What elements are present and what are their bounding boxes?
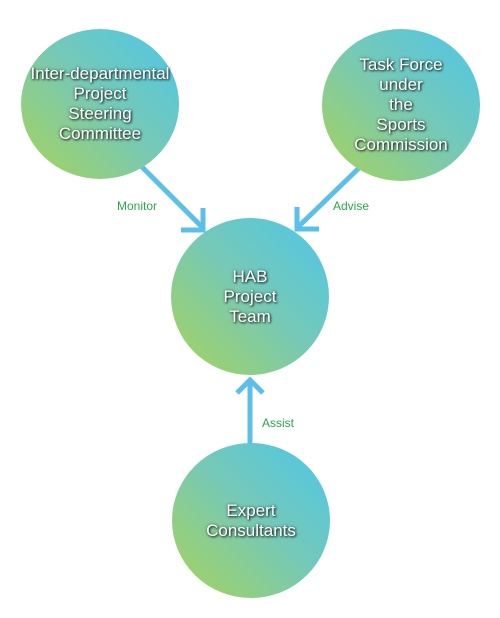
edge-label-advise: Advise xyxy=(333,199,370,213)
node-task-force: Task Force under the Sports Commission xyxy=(322,29,480,181)
node-taskforce-line-3: the xyxy=(389,95,413,114)
node-taskforce-line-1: Task Force xyxy=(359,55,443,74)
edge-label-monitor: Monitor xyxy=(117,199,158,213)
arrow-assist-head xyxy=(235,376,265,395)
node-hab-project-team-label: HAB Project Team xyxy=(224,267,277,327)
node-steering-line-4: Committee xyxy=(58,124,142,143)
node-taskforce-line-4: Sports xyxy=(376,115,426,134)
node-hab-line-1: HAB xyxy=(232,266,268,286)
node-expert-consultants: Expert Consultants xyxy=(172,443,330,598)
node-hab-line-3: Team xyxy=(229,306,271,326)
node-steering-line-3: Steering xyxy=(68,104,132,123)
arrow-advise-head xyxy=(294,207,319,232)
node-steering-committee-label: Inter-departmental Project Steering Comm… xyxy=(31,64,170,144)
node-task-force-label: Task Force under the Sports Commission xyxy=(354,55,448,155)
node-steering-line-2: Project xyxy=(73,84,127,103)
arrow-advise xyxy=(295,166,361,230)
node-taskforce-line-2: under xyxy=(379,75,423,94)
edge-label-assist: Assist xyxy=(262,416,295,430)
node-steering-committee: Inter-departmental Project Steering Comm… xyxy=(21,29,179,179)
node-taskforce-line-5: Commission xyxy=(354,135,448,154)
node-expert-line-2: Consultants xyxy=(206,520,296,540)
arrow-monitor-head xyxy=(181,208,206,233)
node-expert-line-1: Expert xyxy=(226,500,276,520)
node-hab-project-team: HAB Project Team xyxy=(171,218,329,375)
node-expert-consultants-label: Expert Consultants xyxy=(206,501,296,541)
arrow-monitor xyxy=(139,164,205,230)
node-steering-line-1: Inter-departmental xyxy=(30,64,170,83)
node-hab-line-2: Project xyxy=(223,286,277,306)
